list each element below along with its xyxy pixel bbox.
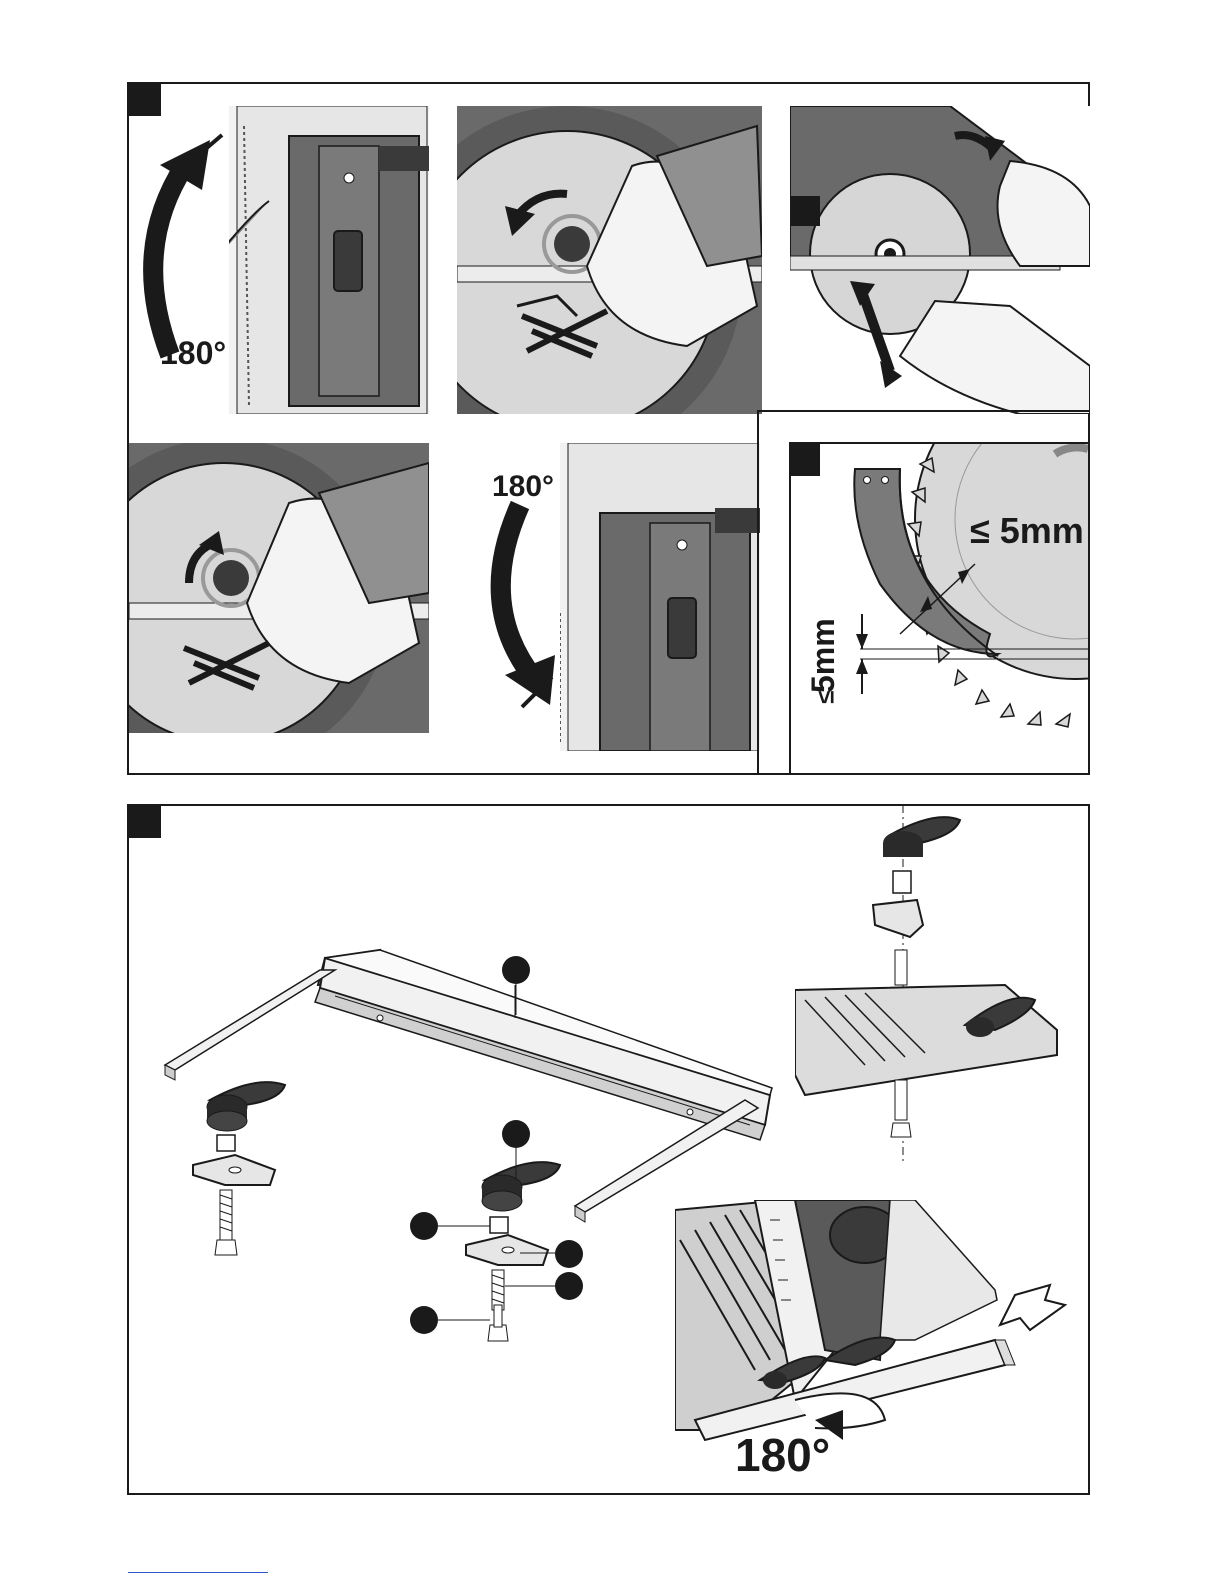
clamp-on-table-detail — [795, 805, 1065, 1170]
panel-fence-install — [675, 1200, 1075, 1445]
footer-rule — [128, 1572, 268, 1573]
rotation-label-180-bottom: 180° — [735, 1428, 830, 1482]
